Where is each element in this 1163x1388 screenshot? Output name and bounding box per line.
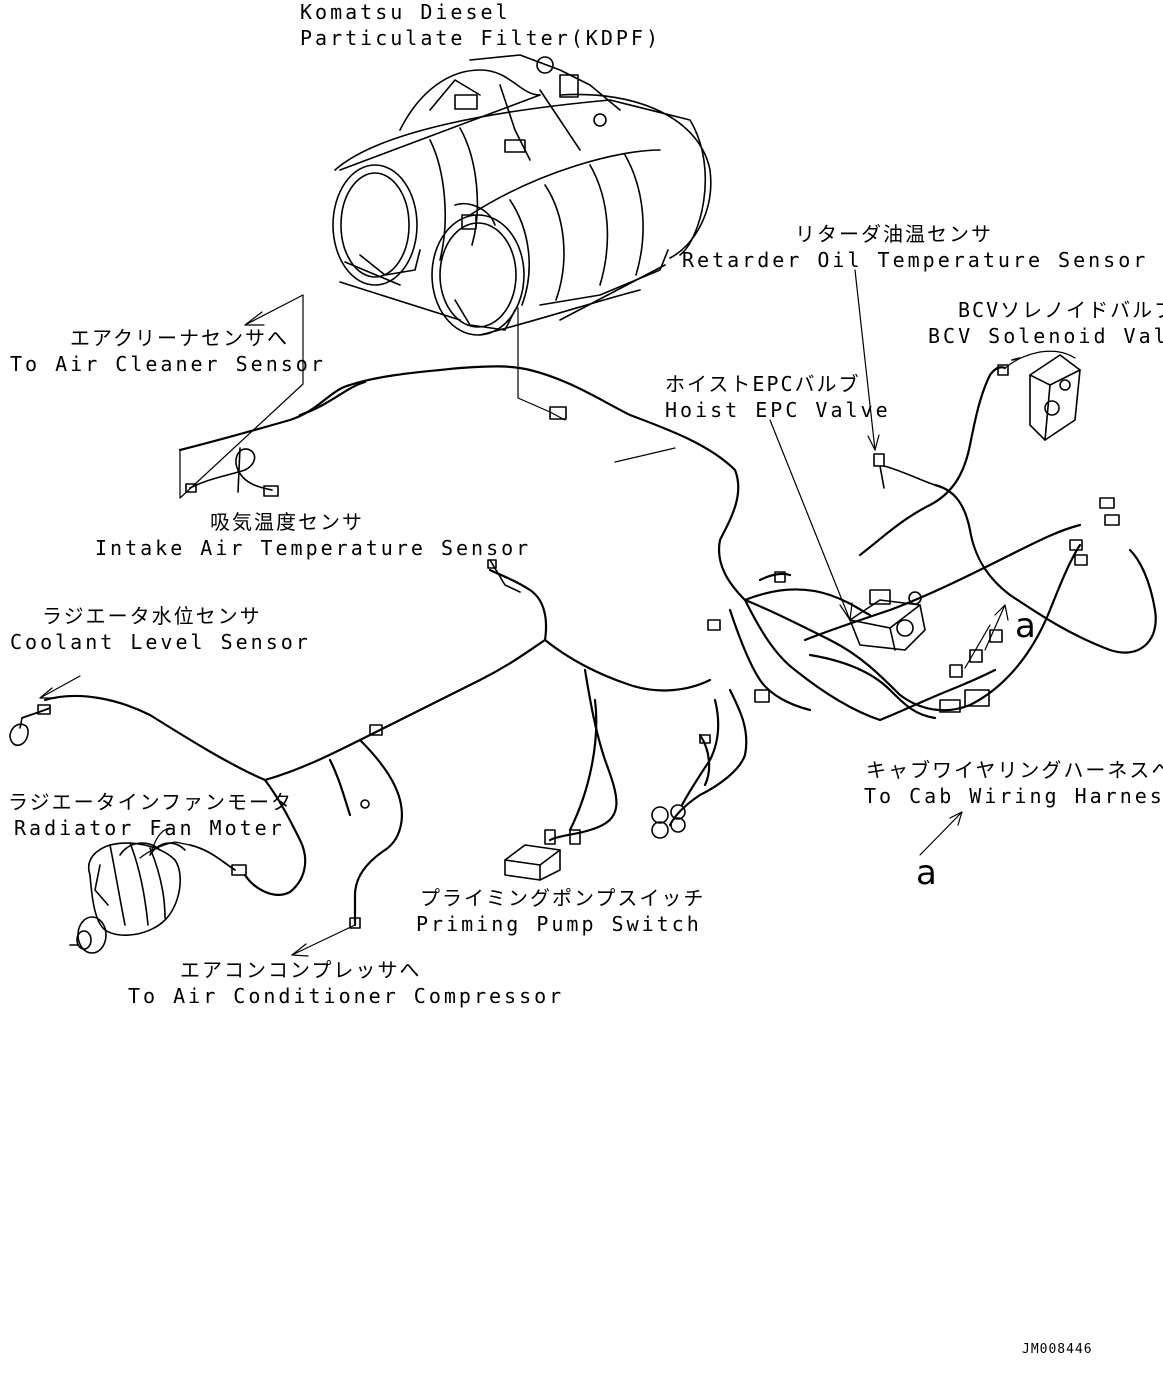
aircon-label-en: To Air Conditioner Compressor: [128, 984, 565, 1008]
radiator-fan-motor: [70, 828, 246, 953]
coolant-level-sensor: [10, 676, 80, 745]
callout-a-upper: a: [1015, 606, 1036, 646]
bcv-label-en: BCV Solenoid Valve: [928, 324, 1163, 348]
cab-label-en: To Cab Wiring Harness: [864, 784, 1163, 808]
cab-harness-leader: [920, 812, 962, 855]
air-conditioner-leader: [292, 925, 355, 956]
fan-label-en: Radiator Fan Moter: [14, 816, 285, 840]
kdpf-label-line2: Particulate Filter(KDPF): [300, 26, 661, 50]
fan-label-jp: ラジエータインファンモータ: [8, 790, 293, 814]
callout-a-lower: a: [916, 853, 937, 893]
hoist-epc-valve: [770, 420, 925, 650]
kdpf-leader-line: [518, 308, 565, 420]
aircon-label-jp: エアコンコンプレッサへ: [180, 958, 422, 982]
kdpf-unit: [333, 55, 711, 335]
harness-couplers: [488, 560, 685, 838]
hoist-label-en: Hoist EPC Valve: [665, 398, 891, 422]
retarder-oil-temp-sensor: [855, 270, 935, 488]
priming-label-en: Priming Pump Switch: [416, 912, 702, 936]
drawing-code: JM008446: [1022, 1342, 1093, 1357]
priming-pump-switch: [505, 830, 580, 880]
priming-label-jp: プライミングポンプスイッチ: [420, 886, 706, 910]
kdpf-connector: [550, 407, 566, 419]
coolant-label-jp: ラジエータ水位センサ: [42, 604, 262, 628]
hoist-label-jp: ホイストEPCバルブ: [665, 372, 861, 396]
kdpf-label-line1: Komatsu Diesel: [300, 0, 511, 24]
cab-label-jp: キャブワイヤリングハーネスへ: [866, 758, 1163, 782]
intake-air-temp-sensor: [186, 448, 278, 496]
main-harness: [45, 366, 1156, 925]
bcv-solenoid-valve: [998, 351, 1080, 440]
harness-pointer-line: [615, 448, 675, 462]
right-connector-cluster: [350, 498, 1119, 928]
intake-label-en: Intake Air Temperature Sensor: [95, 536, 532, 560]
bcv-label-jp: BCVソレノイドバルブ: [958, 298, 1163, 322]
intake-label-jp: 吸気温度センサ: [210, 510, 364, 534]
retarder-label-en: Retarder Oil Temperature Sensor: [682, 248, 1149, 272]
air-cleaner-label-jp: エアクリーナセンサへ: [70, 326, 289, 350]
air-cleaner-leader: [180, 295, 303, 498]
air-cleaner-label-en: To Air Cleaner Sensor: [10, 352, 326, 376]
retarder-label-jp: リターダ油温センサ: [795, 222, 993, 246]
coolant-label-en: Coolant Level Sensor: [10, 630, 311, 654]
